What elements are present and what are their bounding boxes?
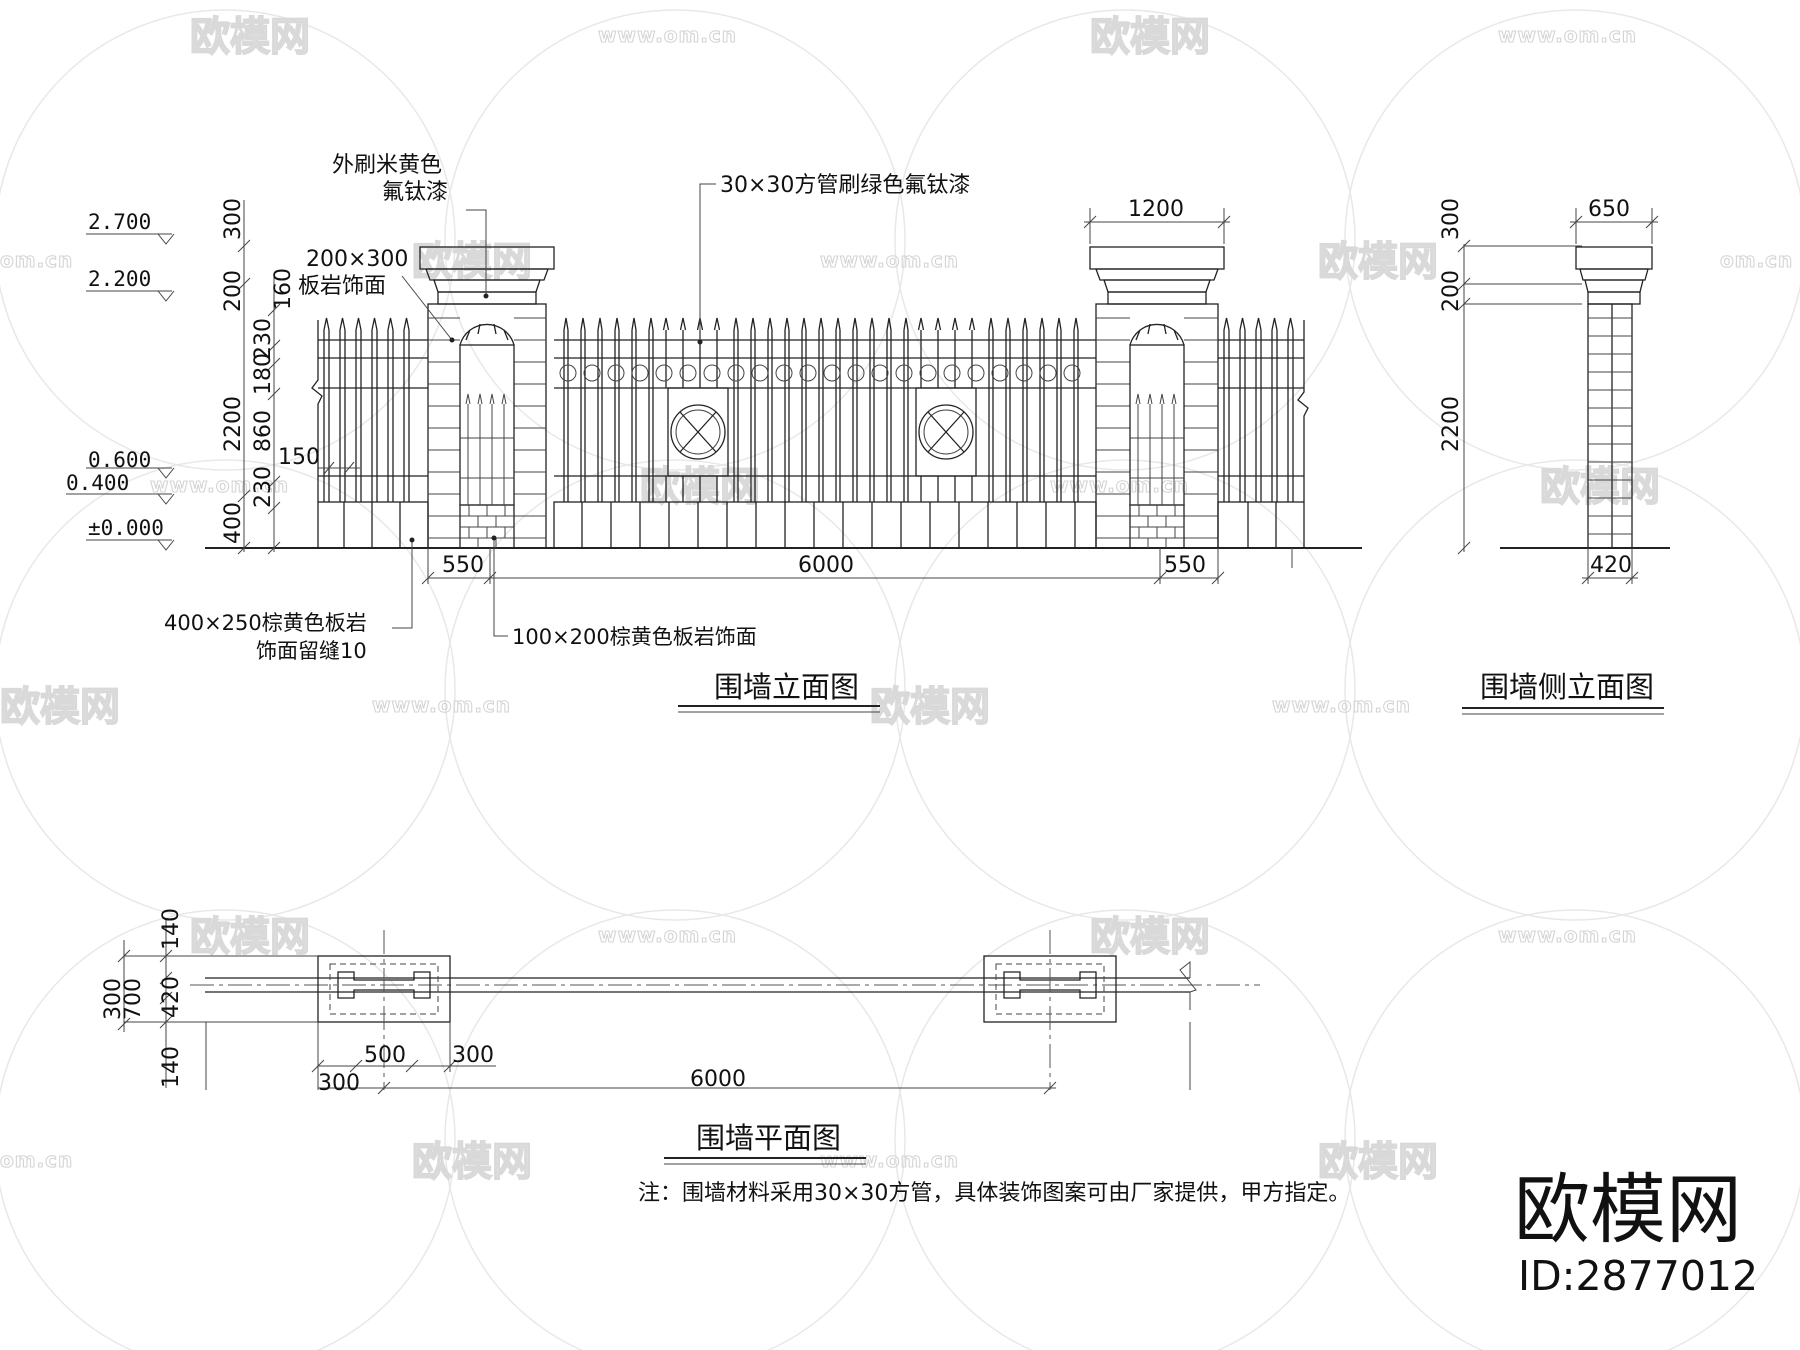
decorative-medallion-left: [667, 387, 729, 477]
elevation-dim-top: 1200: [1083, 197, 1231, 244]
level-2700: 2.700: [88, 210, 151, 234]
watermark-url: www.om.cn: [1272, 693, 1411, 717]
elevation-callouts: 外刷米黄色 氟钛漆 30×30方管刷绿色氟钛漆 200×300 板岩饰面 400…: [164, 153, 970, 663]
plan-dim-420: 420: [159, 976, 184, 1018]
watermark-logo: 欧模网: [1090, 14, 1210, 60]
callout-pier-slate: 100×200棕黄色板岩饰面: [512, 625, 757, 649]
dim-550-right: 550: [1164, 553, 1206, 578]
dim-6000: 6000: [798, 553, 854, 578]
side-dim-2200: 2200: [1439, 396, 1464, 452]
main-fence-panel: [553, 317, 1097, 549]
dim-230-lower: 230: [251, 466, 276, 508]
dim-150: 150: [278, 445, 320, 470]
drawing-note: 注：围墙材料采用30×30方管，具体装饰图案可由厂家提供，甲方指定。: [638, 1181, 1350, 1206]
brand-name: 欧模网: [1514, 1165, 1742, 1254]
side-dim-300: 300: [1439, 198, 1464, 240]
watermark-logo: 欧模网: [870, 684, 990, 730]
plan-dim-140-top: 140: [159, 908, 184, 950]
watermark-layer: 欧模网 欧模网 www.om.cn www.om.cn 欧模网 欧模网 om.c…: [0, 9, 1800, 1350]
fence-plan: 300 700 140 420 140 500 300 300 6000 围墙平…: [101, 908, 1260, 1165]
fence-elevation: 2.700 2.200 0.600 0.400 ±0.000 300 200 2…: [66, 153, 1362, 713]
side-elevation: 650 420 300 200 2200 围墙侧立面图: [1439, 197, 1670, 715]
pier-cap: [1089, 246, 1225, 270]
plan-dim-300-c: 300: [318, 1071, 360, 1096]
left-pier: [419, 246, 555, 549]
watermark-url: www.om.cn: [820, 248, 959, 272]
plan-dim-500: 500: [364, 1043, 406, 1068]
elevation-title: 围墙立面图: [714, 670, 859, 704]
dim-550-left: 550: [442, 553, 484, 578]
watermark-url-partial: om.cn: [0, 248, 73, 272]
watermark-logo: 欧模网: [412, 1139, 532, 1185]
level-2200: 2.200: [88, 267, 151, 291]
dim-180: 180: [251, 353, 276, 395]
watermark-url: www.om.cn: [372, 693, 511, 717]
dim-300: 300: [221, 198, 246, 240]
plan-dim-700: 700: [121, 978, 146, 1020]
watermark-url: www.om.cn: [598, 923, 737, 947]
watermark-url: www.om.cn: [820, 1148, 959, 1172]
watermark-url: www.om.cn: [150, 473, 289, 497]
side-elevation-title: 围墙侧立面图: [1480, 670, 1654, 704]
side-dim-650: 650: [1588, 197, 1630, 222]
dim-1200: 1200: [1128, 197, 1184, 222]
watermark-logo-partial: 欧模网: [0, 684, 120, 730]
watermark-url: www.om.cn: [598, 23, 737, 47]
watermark-logo: 欧模网: [190, 14, 310, 60]
decorative-medallion-right: [915, 387, 977, 477]
dim-860: 860: [251, 410, 276, 452]
callout-pier-face-line1: 200×300: [306, 247, 408, 272]
plan-title: 围墙平面图: [696, 1121, 841, 1155]
level-0000: ±0.000: [88, 516, 164, 540]
plan-dim-6000: 6000: [690, 1067, 746, 1092]
dim-230-upper: 230: [251, 318, 276, 360]
brand-id: ID:2877012: [1518, 1252, 1758, 1300]
plan-dim-140-bottom: 140: [159, 1046, 184, 1088]
plan-dim-300-b: 300: [452, 1043, 494, 1068]
level-0600: 0.600: [88, 448, 151, 472]
plan-pier-right: [983, 930, 1117, 1090]
left-fence-panel: [311, 317, 429, 549]
callout-base-slate-line1: 400×250棕黄色板岩: [164, 611, 367, 635]
watermark-logo: 欧模网: [190, 914, 310, 960]
plan-dim-300: 300: [101, 978, 126, 1020]
dim-2200: 2200: [221, 396, 246, 452]
elevation-dims-outer: 300 200 2200 400: [221, 198, 251, 555]
plan-pier-left: [317, 930, 451, 1090]
side-pier-cap: [1575, 246, 1653, 270]
dim-160: 160: [271, 268, 296, 310]
dim-200: 200: [221, 270, 246, 312]
watermark-logo: 欧模网: [1318, 1139, 1438, 1185]
watermark-url: www.om.cn: [1498, 923, 1637, 947]
watermark-url: www.om.cn: [1498, 23, 1637, 47]
callout-cap-paint-line2: 氟钛漆: [382, 180, 448, 205]
level-0400: 0.400: [66, 471, 129, 495]
callout-base-slate-line2: 饰面留缝10: [256, 639, 367, 663]
dim-400: 400: [221, 502, 246, 544]
watermark-url-partial: om.cn: [0, 1148, 73, 1172]
watermark-arcs: [0, 9, 1800, 1350]
side-dim-420: 420: [1590, 553, 1632, 578]
watermark-logo: 欧模网: [412, 239, 532, 285]
watermark-logo: 欧模网: [1090, 914, 1210, 960]
right-pier: [1089, 246, 1225, 549]
callout-pier-face-line2: 板岩饰面: [298, 274, 386, 299]
level-markers: 2.700 2.200 0.600 0.400 ±0.000: [66, 210, 175, 551]
watermark-url-partial: om.cn: [1720, 248, 1793, 272]
elevation-dims-inner: 160 230 180 860 230 150: [251, 268, 360, 555]
right-fence-panel: [1217, 317, 1309, 549]
watermark-logo: 欧模网: [1318, 239, 1438, 285]
side-dim-200: 200: [1439, 270, 1464, 312]
callout-cap-paint-line1: 外刷米黄色: [332, 153, 442, 178]
watermark-logo: 欧模网: [1540, 464, 1660, 510]
callout-tube-paint: 30×30方管刷绿色氟钛漆: [720, 173, 970, 198]
elevation-dims-bottom: 550 6000 550: [421, 548, 1293, 585]
